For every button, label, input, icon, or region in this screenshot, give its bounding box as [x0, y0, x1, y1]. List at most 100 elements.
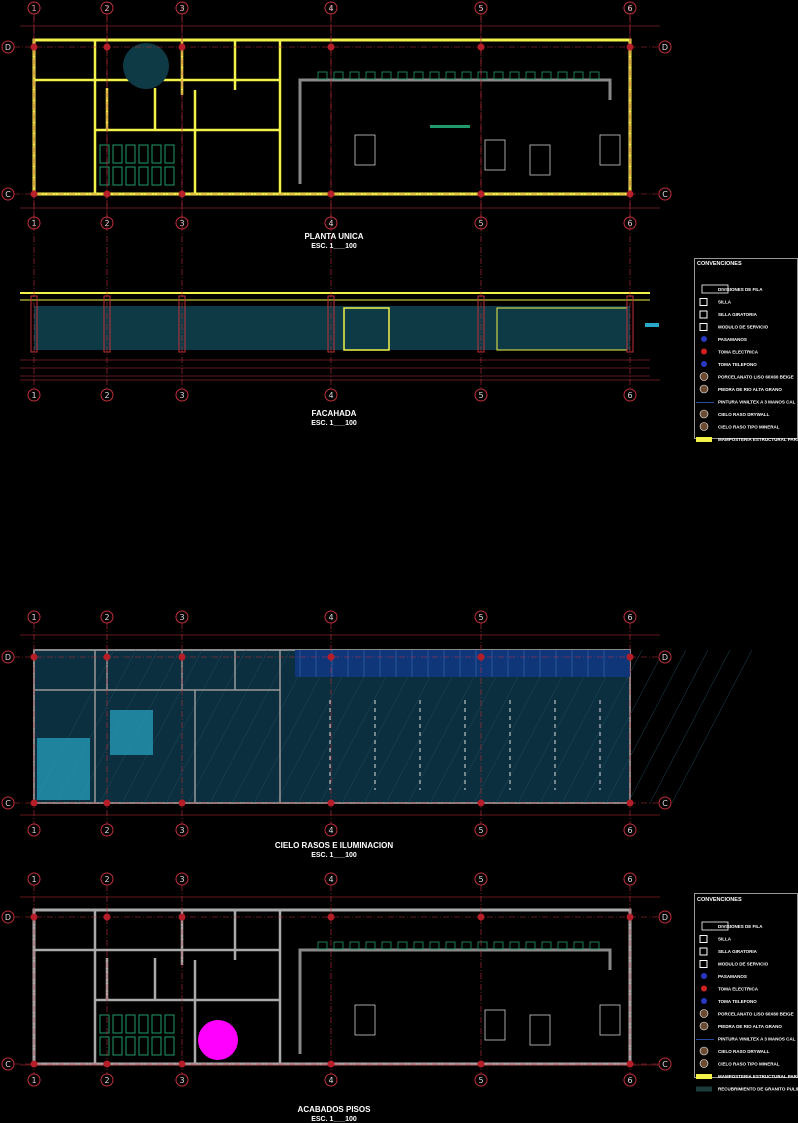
- symbol-shape: [699, 298, 708, 306]
- column-round-icon: [123, 43, 169, 89]
- column-axis-6-label: 6: [627, 613, 632, 622]
- column-axis-2-bubble: [100, 388, 114, 402]
- column-axis-5-label: 5: [478, 875, 483, 884]
- tag-shape: [699, 409, 709, 419]
- row-axis-D-label: D: [662, 913, 668, 922]
- column-node: [477, 1060, 485, 1068]
- chair: [493, 941, 504, 950]
- floor-tag-p1-icon: [699, 1009, 709, 1018]
- ceiling-plan: [33, 649, 753, 804]
- classroom-desk: [112, 1036, 123, 1056]
- drawing-scale: ESC. 1___100: [311, 1116, 357, 1123]
- ceiling-panel-band: [295, 650, 630, 677]
- floor-plan-planta: [32, 38, 632, 196]
- facade-door: [343, 307, 390, 351]
- column-axis-2-bubble: [100, 823, 114, 837]
- classroom-desk: [151, 144, 162, 164]
- symbol-shape: [699, 947, 708, 956]
- column-axis-1-bubble: [27, 388, 41, 402]
- hatch-line: [187, 649, 269, 804]
- service-counter: [298, 948, 612, 1054]
- classroom-desk: [112, 1014, 123, 1034]
- chair: [461, 71, 472, 80]
- column-axis-6-label: 6: [627, 219, 632, 228]
- highlight-marker: [198, 1020, 238, 1060]
- legend-label: CIELO RASO TIPO MINERAL: [718, 425, 780, 430]
- column-node: [477, 913, 485, 921]
- chair: [429, 941, 440, 950]
- column-axis-3-bubble: [175, 610, 189, 624]
- column-axis-1-label: 1: [31, 613, 36, 622]
- row-axis-D-label: D: [662, 653, 668, 662]
- elevation-fachada: [20, 292, 659, 377]
- annotation-tag: [645, 323, 659, 327]
- title-planta: PLANTA UNICA ESC. 1___100: [304, 232, 363, 250]
- legend-label: PINTURA VINILTEX A 3 MANOS CAL: [718, 400, 796, 405]
- tag-shape: [699, 1059, 709, 1068]
- legend-label: MODULO DE SERVICIO: [718, 325, 769, 330]
- fixture: [354, 134, 376, 166]
- chair: [493, 71, 504, 80]
- chair-icon: [699, 935, 708, 943]
- service-module-icon: [699, 323, 708, 331]
- floor-plan-acabados: [32, 908, 632, 1066]
- classroom-desk: [164, 166, 175, 186]
- column-axis-2-label: 2: [104, 613, 109, 622]
- classroom-desk: [138, 166, 149, 186]
- column-axis-4-label: 4: [328, 613, 333, 622]
- chair: [509, 71, 520, 80]
- column-node: [178, 913, 186, 921]
- row-axis-D-label: D: [662, 43, 668, 52]
- outlet-shape: [701, 973, 707, 979]
- symbol-shape: [699, 323, 708, 331]
- column-axis-6-bubble: [623, 823, 637, 837]
- legend-label: TOMA TELEFONO: [718, 999, 757, 1004]
- legend-label: MAMPOSTERIA ESTRUCTURAL PARA PINTAR: [718, 1074, 798, 1079]
- drawing-title: CIELO RASOS E ILUMINACION: [275, 841, 393, 850]
- column-axis-4-bubble: [324, 610, 338, 624]
- classroom-desk: [151, 1014, 162, 1034]
- classroom-desk: [164, 1014, 175, 1034]
- column-node: [178, 1060, 186, 1068]
- column-axis-6-bubble: [623, 388, 637, 402]
- classroom-desk: [151, 1036, 162, 1056]
- outlet-shape: [701, 998, 707, 1004]
- legend-label: MAMPOSTERIA ESTRUCTURAL PARA PINTAR: [718, 437, 798, 442]
- chair: [573, 71, 584, 80]
- column-axis-3-bubble: [175, 1073, 189, 1087]
- hatch-line: [627, 649, 709, 804]
- chair: [397, 941, 408, 950]
- column-axis-5-label: 5: [478, 826, 483, 835]
- chair: [381, 71, 392, 80]
- title-fachada: FACAHADA ESC. 1___100: [311, 409, 357, 427]
- legend-label: PASAMANOS: [718, 337, 747, 342]
- classroom-desk: [164, 1036, 175, 1056]
- hatch-line: [121, 649, 203, 804]
- axis-layer: 112233445566DDCC112233445566112233445566…: [1, 0, 672, 1087]
- chair: [525, 71, 536, 80]
- chair: [413, 941, 424, 950]
- ceiling-tag-c1-icon: [699, 1046, 709, 1056]
- chair: [525, 941, 536, 950]
- service-module-icon: [699, 960, 708, 968]
- column-axis-5-bubble: [474, 872, 488, 886]
- column-axis-6-label: 6: [627, 826, 632, 835]
- column-node: [327, 913, 335, 921]
- column-axis-3-label: 3: [179, 613, 184, 622]
- classroom-desk: [151, 166, 162, 186]
- legend-label: TOMA ELECTRICA: [718, 987, 759, 992]
- chair: [557, 71, 568, 80]
- row-axis-D-bubble: [658, 910, 672, 924]
- phone-outlet-icon: [701, 998, 707, 1004]
- chair: [333, 71, 344, 80]
- grid-module-icon: [701, 921, 729, 931]
- floor-tag-p2-icon: [699, 1021, 709, 1031]
- row-axis-C-bubble: [1, 1057, 15, 1071]
- ceiling-tag-c1-icon: [699, 409, 709, 419]
- service-counter: [298, 78, 612, 184]
- column-axis-5-label: 5: [478, 391, 483, 400]
- drawing-title: PLANTA UNICA: [304, 232, 363, 241]
- row-axis-C-label: C: [5, 1060, 11, 1069]
- column-axis-2-bubble: [100, 872, 114, 886]
- column-node: [178, 653, 186, 661]
